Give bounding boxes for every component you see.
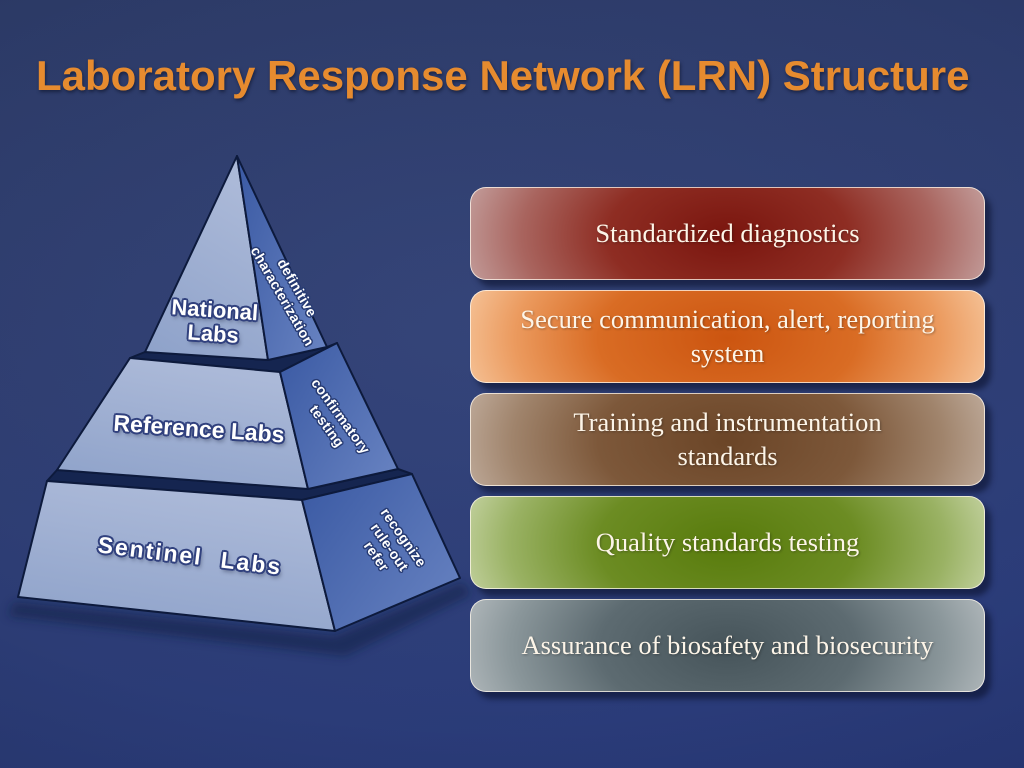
info-box-secure-communication: Secure communication, alert, reporting s… <box>470 290 985 383</box>
pyramid-tier-reference-side-face <box>279 342 399 490</box>
info-box-text: Training and instrumentation <box>573 406 882 437</box>
info-box-standardized-diagnostics: Standardized diagnostics <box>470 187 985 280</box>
pyramid-tier-sentinel-side-face <box>301 473 461 632</box>
pyramid-label-national-labs: National Labs <box>169 294 259 348</box>
page-title: Laboratory Response Network (LRN) Struct… <box>36 52 970 99</box>
info-box-text: Quality standards testing <box>595 526 860 557</box>
pyramid-tier-national-side-face <box>236 155 328 361</box>
info-box-text: Secure communication, alert, reporting <box>520 303 935 334</box>
info-box-training-standards: Training and instrumentation standards <box>470 393 985 486</box>
info-box-biosafety-biosecurity: Assurance of biosafety and biosecurity <box>470 599 985 692</box>
info-box-text: Assurance of biosafety and biosecurity <box>521 629 934 660</box>
info-box-text: standards <box>677 440 778 471</box>
info-box-text: system <box>690 337 765 368</box>
pyramid-base-shadow <box>8 582 472 656</box>
info-box-quality-standards: Quality standards testing <box>470 496 985 589</box>
info-box-text: Standardized diagnostics <box>595 217 860 248</box>
